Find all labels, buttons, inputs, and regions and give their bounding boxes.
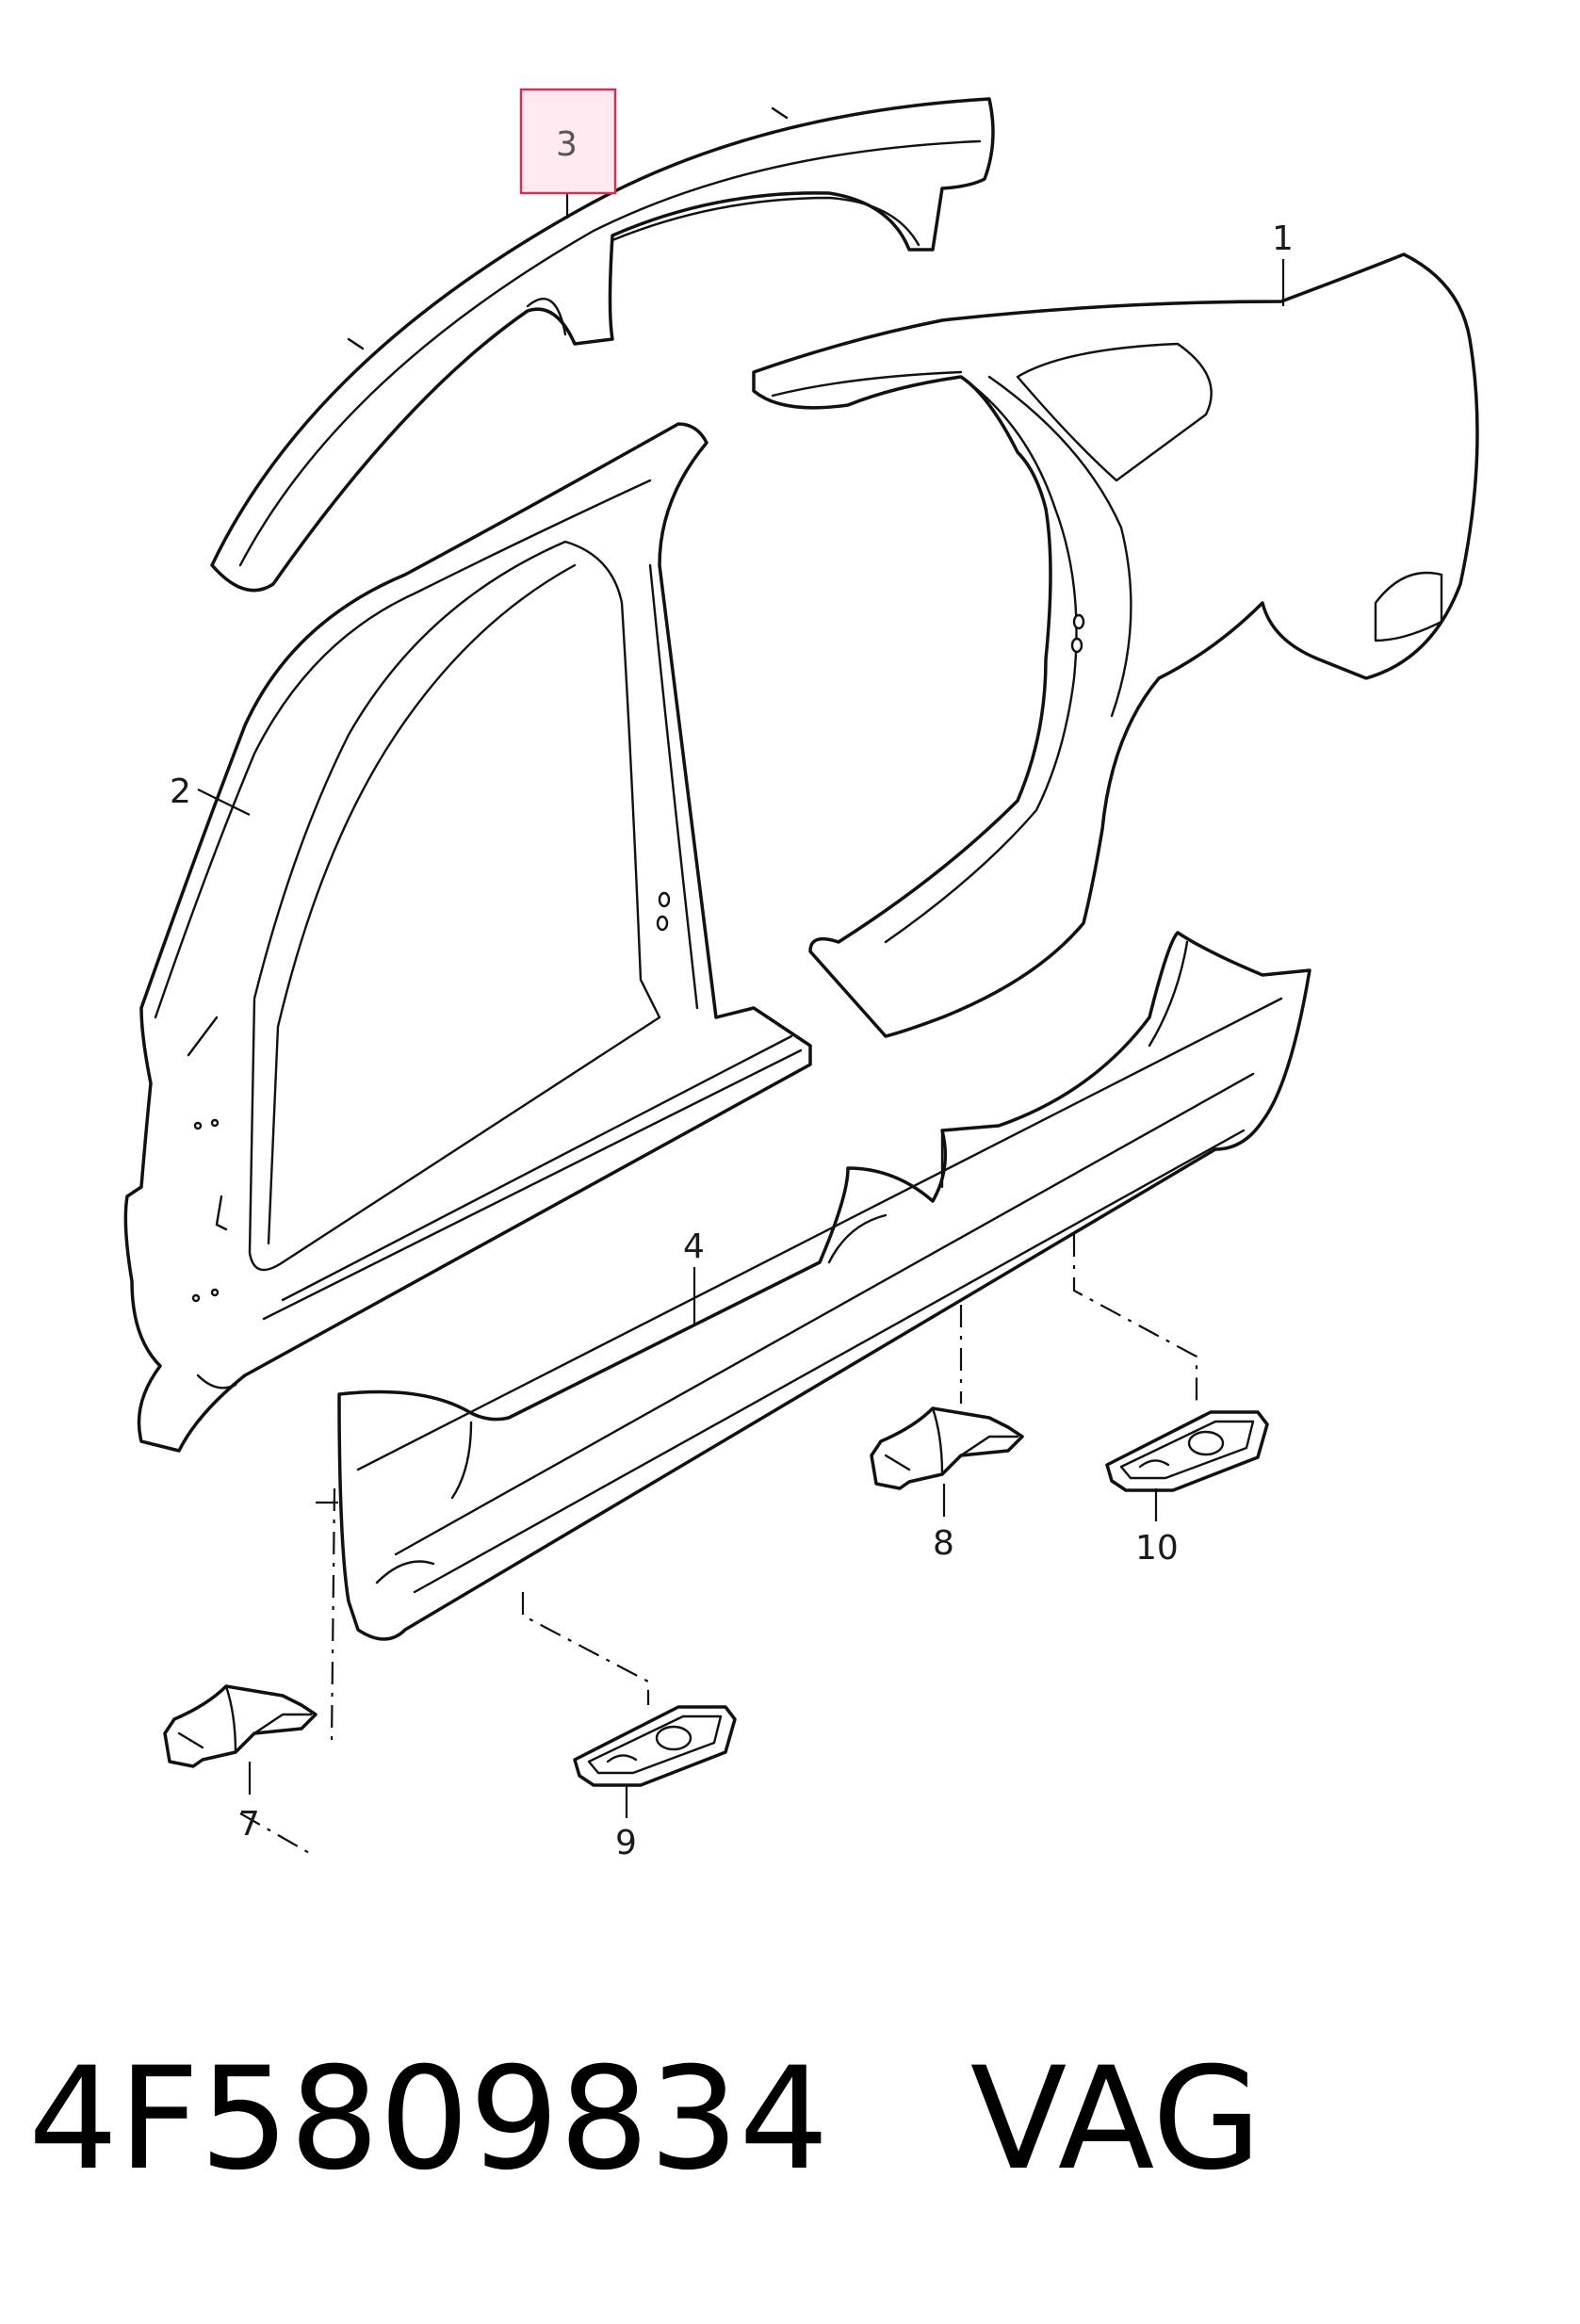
part-2-side-frame[interactable]	[123, 422, 812, 1453]
callout-2[interactable]: 2	[170, 772, 191, 811]
callout-7[interactable]: 7	[238, 1805, 260, 1844]
parts-diagram: 1 2 3 4 7 8 9 10	[123, 88, 1479, 1862]
callout-10[interactable]: 10	[1135, 1529, 1179, 1568]
callout-3[interactable]: 3	[556, 125, 578, 164]
brand-name: VAG	[969, 2038, 1262, 2202]
assembly-line-9	[521, 1592, 650, 1705]
part-3-roof-rail[interactable]	[210, 97, 995, 593]
part-4-sill-panel[interactable]	[337, 931, 1311, 1641]
part-8-bracket[interactable]	[870, 1406, 1024, 1490]
assembly-line-7	[239, 1487, 339, 1855]
assembly-line-10	[1072, 1234, 1198, 1408]
part-number: 4F5809834	[28, 2038, 829, 2202]
callout-8[interactable]: 8	[933, 1524, 954, 1563]
part-number-footer: 4F5809834 VAG	[28, 2025, 1536, 2214]
leader-2	[197, 788, 251, 816]
part-7-bracket[interactable]	[163, 1684, 318, 1768]
callout-9[interactable]: 9	[615, 1824, 637, 1862]
highlight-box-3	[519, 88, 617, 195]
callout-1[interactable]: 1	[1272, 219, 1294, 258]
part-1-rear-quarter-panel[interactable]	[752, 252, 1479, 1038]
part-9-jack-point[interactable]	[573, 1705, 737, 1787]
callout-4[interactable]: 4	[683, 1227, 705, 1266]
part-10-jack-point[interactable]	[1105, 1410, 1269, 1492]
